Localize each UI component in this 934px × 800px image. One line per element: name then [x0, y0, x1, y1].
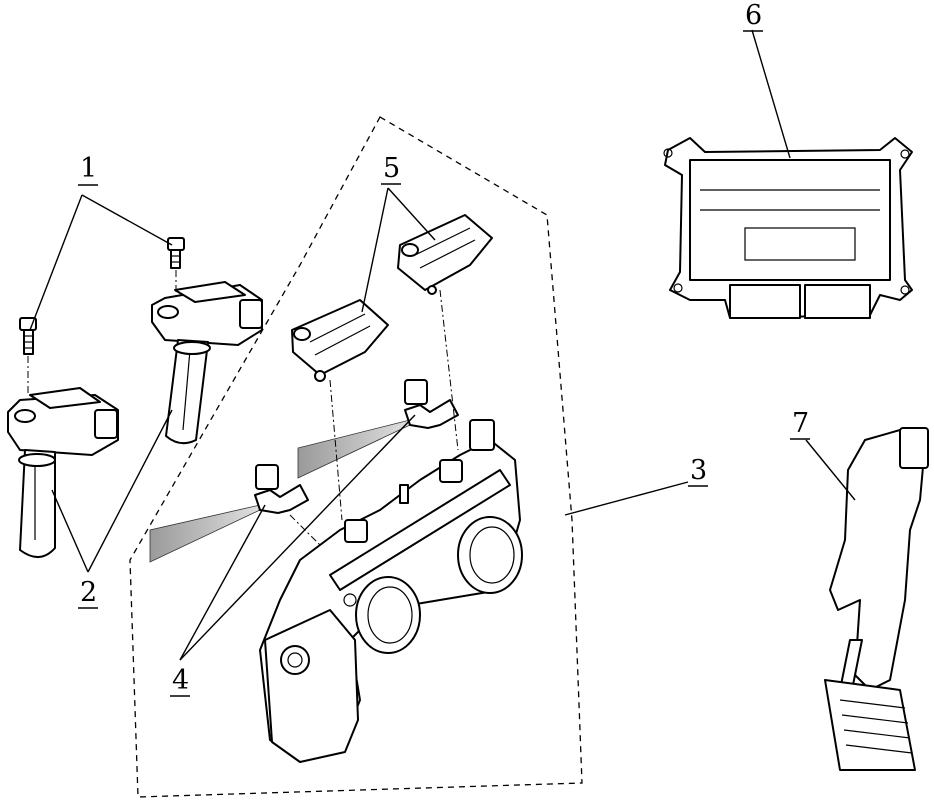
callout-6: 6: [743, 0, 763, 32]
callout-2-label: 2: [80, 577, 97, 608]
callout-2: 2: [78, 577, 98, 609]
fuel-injector-lower: [149, 464, 309, 563]
map-sensor-lower: [291, 299, 389, 382]
map-sensor-upper: [397, 214, 493, 295]
accelerator-pedal: [824, 427, 929, 771]
callout-1: 1: [78, 153, 98, 186]
callout-1-label: 1: [80, 153, 97, 184]
callout-7-label: 7: [792, 408, 809, 439]
bolt-left: [19, 317, 37, 355]
callout-3-label: 3: [690, 455, 707, 486]
callout-7: 7: [790, 408, 810, 440]
callout-5-label: 5: [383, 153, 400, 184]
leader-lines: [29, 29, 856, 661]
ignition-coil-left: [7, 387, 119, 558]
ignition-coil-right: [151, 281, 263, 445]
fuel-injector-upper: [297, 379, 459, 479]
callout-6-label: 6: [745, 0, 762, 31]
bolt-right: [167, 237, 185, 269]
callout-3: 3: [688, 455, 708, 487]
callout-4-label: 4: [172, 665, 189, 696]
callout-4: 4: [170, 665, 190, 697]
assembly-boundary: [129, 116, 583, 798]
callout-5: 5: [381, 153, 401, 185]
ecu-module: [663, 137, 913, 319]
throttle-body-assembly: [259, 419, 523, 763]
